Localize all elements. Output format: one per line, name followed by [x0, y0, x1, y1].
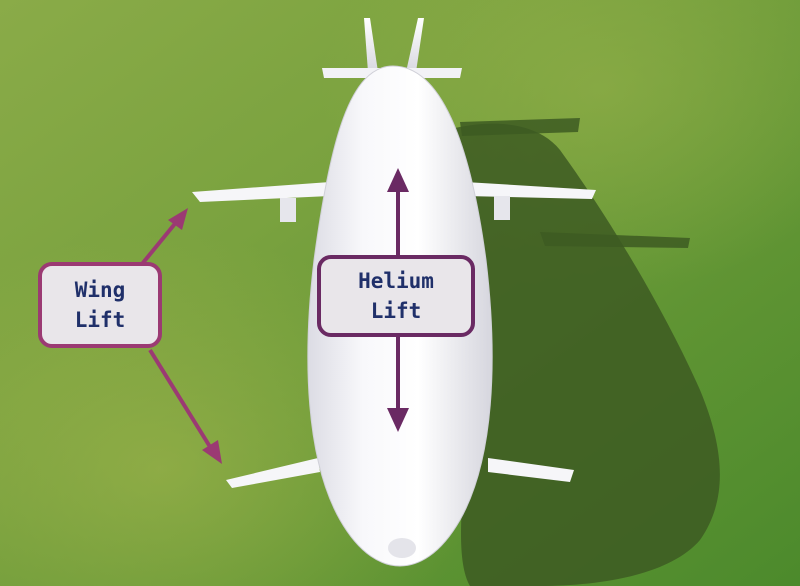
nose-highlight [388, 538, 416, 558]
wing-lift-arrow-lower [148, 348, 222, 464]
right-front-wing [465, 182, 596, 199]
left-rear-wing [226, 458, 320, 488]
left-wing-pod [280, 198, 296, 222]
right-rear-wing [488, 458, 574, 482]
shadow-fin [460, 118, 580, 136]
wing-label-line-1: Wing [74, 278, 126, 302]
arrowhead-up [387, 168, 409, 192]
wing-lift-label: Wing Lift [38, 262, 162, 348]
left-front-wing [192, 182, 330, 202]
wing-label-line-2: Lift [74, 308, 126, 332]
helium-label-line-2: Lift [370, 299, 422, 323]
wing-lift-arrow-upper [140, 208, 188, 266]
tail-fin-vertical [406, 18, 424, 72]
shadow-wing [540, 232, 690, 248]
right-wing-pod [494, 196, 510, 220]
helium-label-line-1: Helium [358, 269, 434, 293]
helium-lift-label: Helium Lift [317, 255, 475, 337]
tail-fin-vertical [364, 18, 378, 72]
arrowhead-down [387, 408, 409, 432]
